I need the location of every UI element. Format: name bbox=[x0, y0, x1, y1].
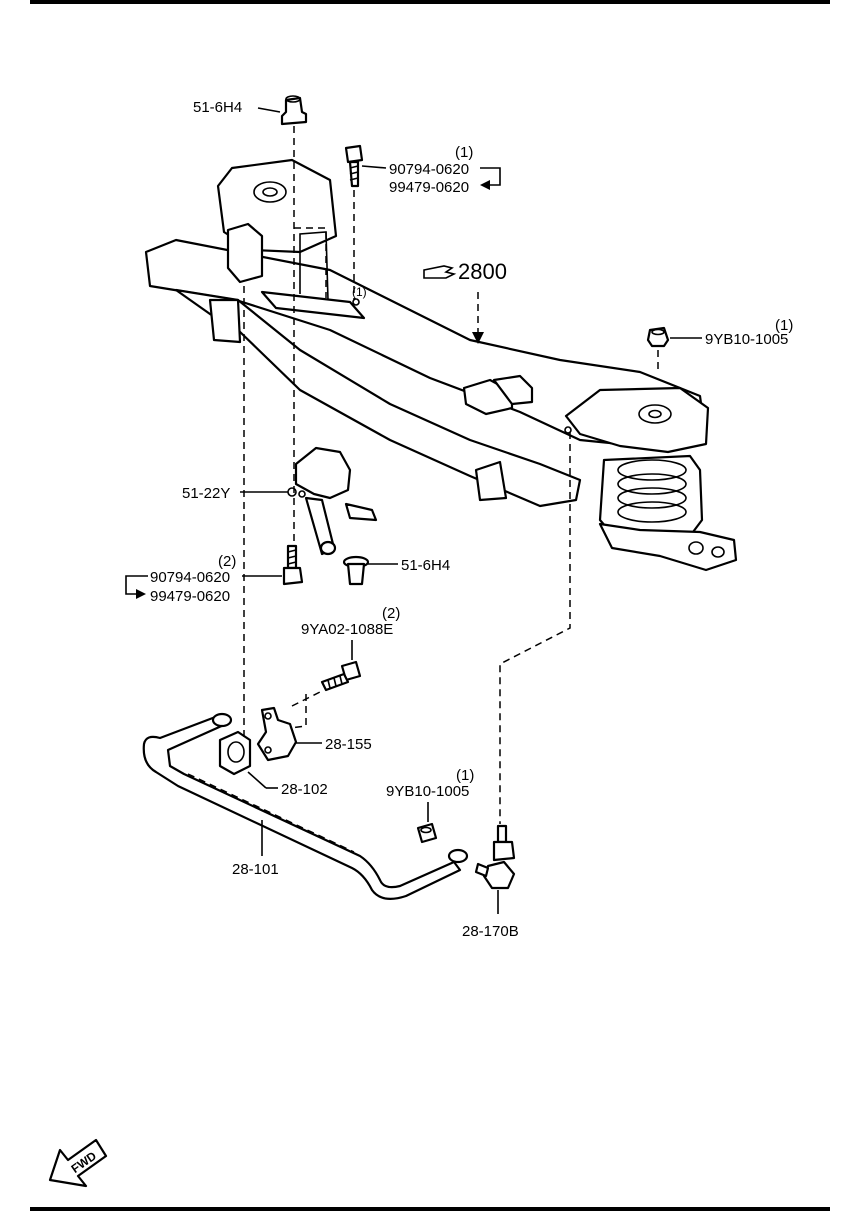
qty-clamp-bolt: (2) bbox=[382, 605, 400, 622]
label-crossmember: 2800 bbox=[458, 259, 507, 284]
label-top-bushing: 51-6H4 bbox=[193, 99, 242, 116]
label-bar-bushing: 28-102 bbox=[281, 781, 328, 798]
label-link: 28-170B bbox=[462, 923, 519, 940]
stabilizer-link-part bbox=[474, 824, 516, 890]
arrow-top-bolt bbox=[480, 180, 490, 190]
clamp-part bbox=[256, 706, 298, 762]
top-bushing-part bbox=[280, 95, 308, 126]
label-bracket: 51-22Y bbox=[182, 485, 230, 502]
bracket-left-bolt bbox=[125, 575, 148, 595]
qty-left-bolt: (2) bbox=[218, 553, 236, 570]
bracket-part bbox=[287, 446, 378, 556]
crossmember bbox=[144, 158, 738, 572]
label-top-bolt-b: 99479-0620 bbox=[389, 179, 469, 196]
assembly-lines bbox=[187, 126, 659, 853]
bracket-top-bolt bbox=[480, 167, 501, 186]
lead-bar-bushing bbox=[247, 771, 267, 789]
link-nut-part bbox=[416, 822, 438, 844]
label-stabilizer-bar: 28-101 bbox=[232, 861, 279, 878]
label-top-bolt-a: 90794-0620 bbox=[389, 161, 469, 178]
lead-top-bolt bbox=[361, 165, 387, 169]
hand-pointer-icon bbox=[423, 265, 457, 279]
arrow-left-bolt bbox=[136, 589, 146, 599]
qty-right-nut: (1) bbox=[775, 317, 793, 334]
qty-link-nut: (1) bbox=[456, 767, 474, 784]
top-bolt-part bbox=[344, 144, 364, 188]
top-border bbox=[30, 0, 830, 4]
fwd-arrow-icon: FWD bbox=[48, 1138, 108, 1188]
label-left-bolt-b: 99479-0620 bbox=[150, 588, 230, 605]
coil-spring bbox=[598, 454, 704, 538]
qty-top-bolt: (1) bbox=[455, 144, 473, 161]
mid-bushing-part bbox=[342, 555, 370, 586]
lead-top-bushing bbox=[257, 107, 281, 113]
bar-bushing-part bbox=[218, 730, 252, 776]
label-clamp-bolt: 9YA02-1088E bbox=[301, 621, 393, 638]
right-nut-part bbox=[646, 326, 670, 348]
label-right-nut: 9YB10-1005 bbox=[705, 331, 788, 348]
bottom-border bbox=[30, 1207, 830, 1211]
clamp-bolt-part bbox=[320, 660, 362, 692]
label-clamp: 28-155 bbox=[325, 736, 372, 753]
label-left-bolt-a: 90794-0620 bbox=[150, 569, 230, 586]
left-bolt-part bbox=[282, 544, 304, 586]
label-mid-bushing: 51-6H4 bbox=[401, 557, 450, 574]
label-link-nut: 9YB10-1005 bbox=[386, 783, 469, 800]
stabilizer-bar-part bbox=[142, 712, 469, 901]
arrow-crossmember bbox=[472, 332, 484, 344]
mark-crossmember: (1) bbox=[352, 285, 367, 299]
